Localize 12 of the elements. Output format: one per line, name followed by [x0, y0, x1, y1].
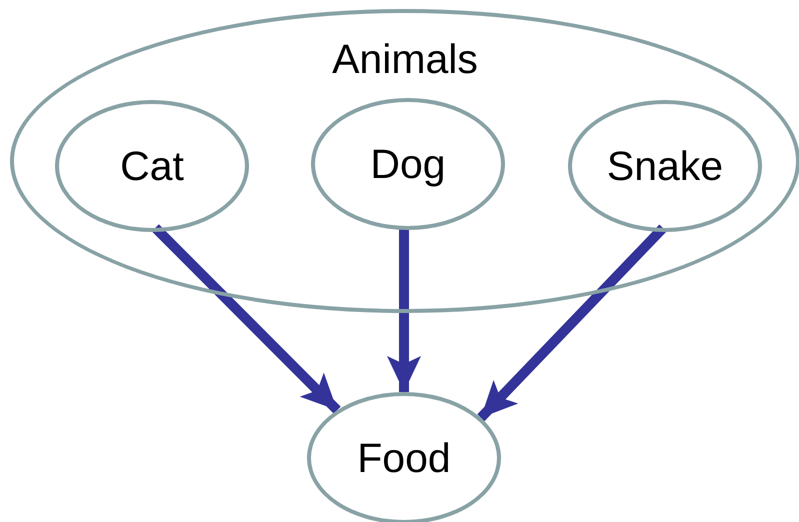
node-label: Cat	[120, 146, 184, 186]
node-label: Dog	[370, 144, 446, 184]
ellipse-node	[55, 100, 249, 232]
arrow	[477, 224, 667, 422]
node-label: Animals	[332, 39, 478, 80]
ellipse-node	[10, 9, 799, 313]
ellipse-node	[568, 100, 762, 232]
node-label: Snake	[606, 146, 724, 186]
ellipse-node	[307, 392, 501, 522]
node-label: Food	[357, 438, 451, 478]
arrow	[152, 224, 341, 414]
ellipse-node	[311, 98, 505, 230]
